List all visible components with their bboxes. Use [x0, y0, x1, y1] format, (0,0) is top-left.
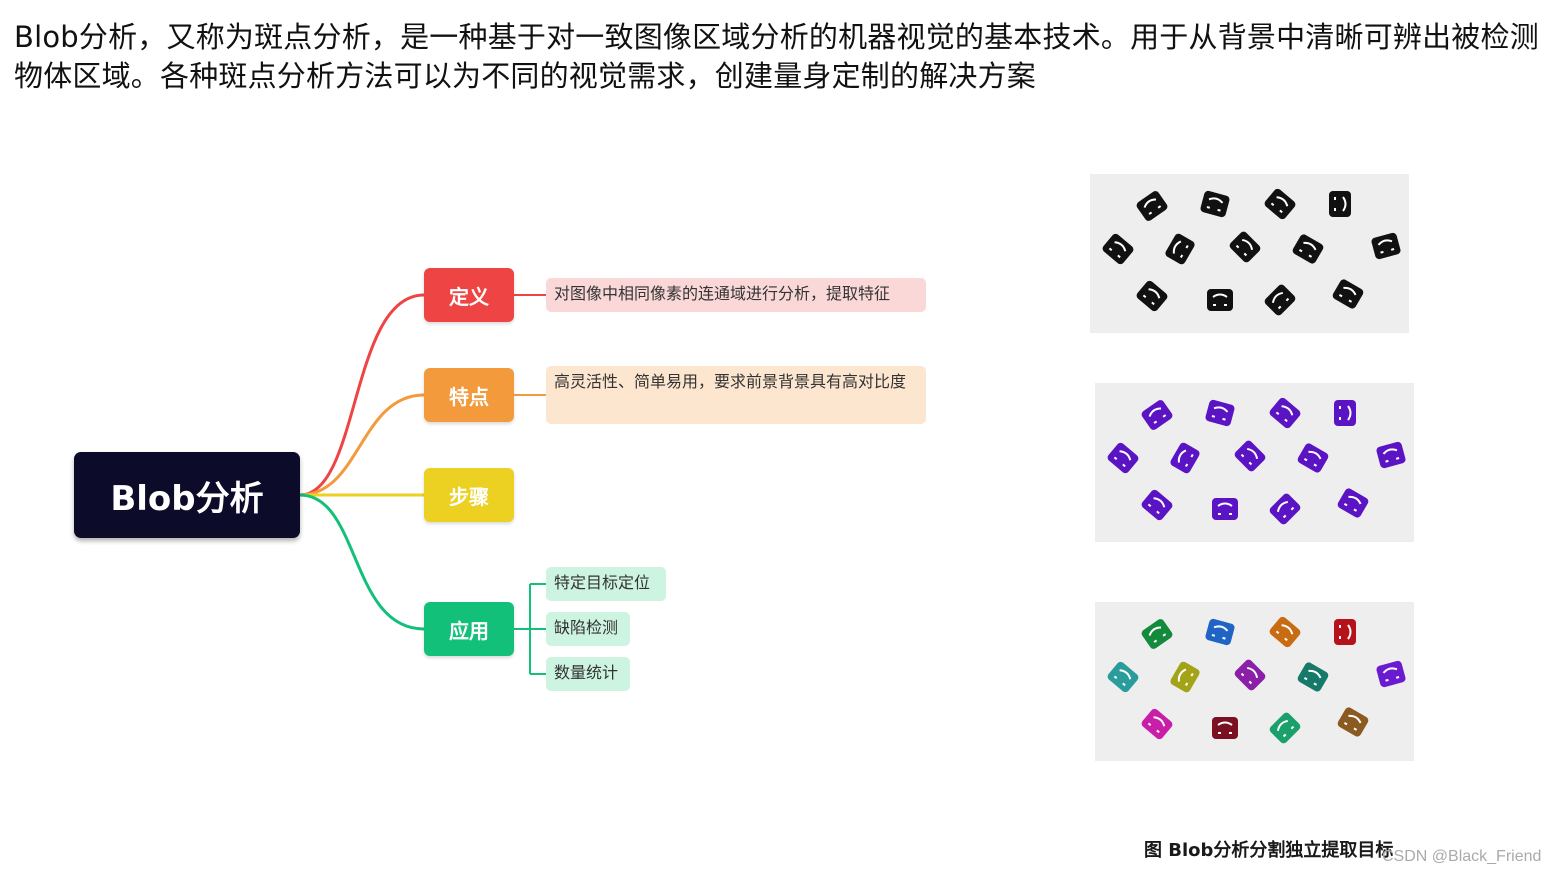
blob-shape: [1297, 662, 1329, 692]
blob-image-segmented: [1095, 383, 1414, 542]
blob-shape: [1332, 279, 1364, 309]
blob-shape: [1269, 616, 1301, 648]
blob-shape: [1376, 660, 1406, 688]
blob-shape: [1229, 231, 1261, 263]
feature-detail: 高灵活性、简单易用，要求前景背景具有高对比度: [546, 366, 926, 424]
blob-shape: [1329, 191, 1351, 217]
blob-shape: [1207, 289, 1233, 311]
blob-shape: [1141, 708, 1173, 740]
blob-shape: [1165, 233, 1195, 265]
blob-shape: [1269, 493, 1301, 525]
blob-shape: [1269, 397, 1301, 429]
figure-caption: 图 Blob分析分割独立提取目标: [1144, 840, 1394, 861]
blob-shape: [1334, 400, 1356, 426]
connector-feature: [299, 393, 425, 497]
branch-definition: 定义: [424, 268, 514, 322]
blob-shape: [1334, 619, 1356, 645]
blob-shape: [1337, 488, 1369, 518]
blob-image-original: [1090, 174, 1409, 333]
blob-shape: [1212, 717, 1238, 739]
blob-shape: [1234, 659, 1266, 691]
application-detail-defect: 缺陷检测: [546, 612, 630, 646]
blob-shape: [1212, 498, 1238, 520]
blob-image-labeled: [1095, 602, 1414, 761]
blob-shape: [1337, 707, 1369, 737]
blob-shape: [1141, 489, 1173, 521]
intro-paragraph: Blob分析，又称为斑点分析，是一种基于对一致图像区域分析的机器视觉的基本技术。…: [14, 20, 1539, 93]
blob-shape: [1205, 618, 1235, 646]
blob-shape: [1107, 661, 1139, 693]
connector-application: [299, 493, 425, 631]
branch-steps: 步骤: [424, 468, 514, 522]
watermark: CSDN @Black_Friend: [1382, 848, 1542, 865]
application-detail-count: 数量统计: [546, 657, 630, 691]
root-node: Blob分析: [74, 452, 300, 538]
branch-feature: 特点: [424, 368, 514, 422]
blob-shape: [1141, 400, 1173, 430]
blob-shape: [1264, 188, 1296, 220]
blob-shape: [1297, 443, 1329, 473]
blob-shape: [1170, 661, 1200, 693]
connector-definition: [299, 293, 425, 497]
blob-shape: [1107, 442, 1139, 474]
blob-shape: [1136, 191, 1168, 221]
blob-shape: [1264, 284, 1296, 316]
blob-shape: [1292, 234, 1324, 264]
blob-shape: [1136, 280, 1168, 312]
blob-shape: [1234, 440, 1266, 472]
blob-shape: [1371, 232, 1401, 260]
blob-shape: [1376, 441, 1406, 469]
blob-shape: [1141, 619, 1173, 649]
connector-app-bracket: [514, 583, 546, 675]
definition-detail: 对图像中相同像素的连通域进行分析，提取特征: [546, 278, 926, 312]
branch-application: 应用: [424, 602, 514, 656]
blob-shape: [1205, 399, 1235, 427]
blob-shape: [1102, 233, 1134, 265]
blob-shape: [1170, 442, 1200, 474]
blob-shape: [1269, 712, 1301, 744]
application-detail-locate: 特定目标定位: [546, 567, 666, 601]
blob-shape: [1200, 190, 1230, 218]
